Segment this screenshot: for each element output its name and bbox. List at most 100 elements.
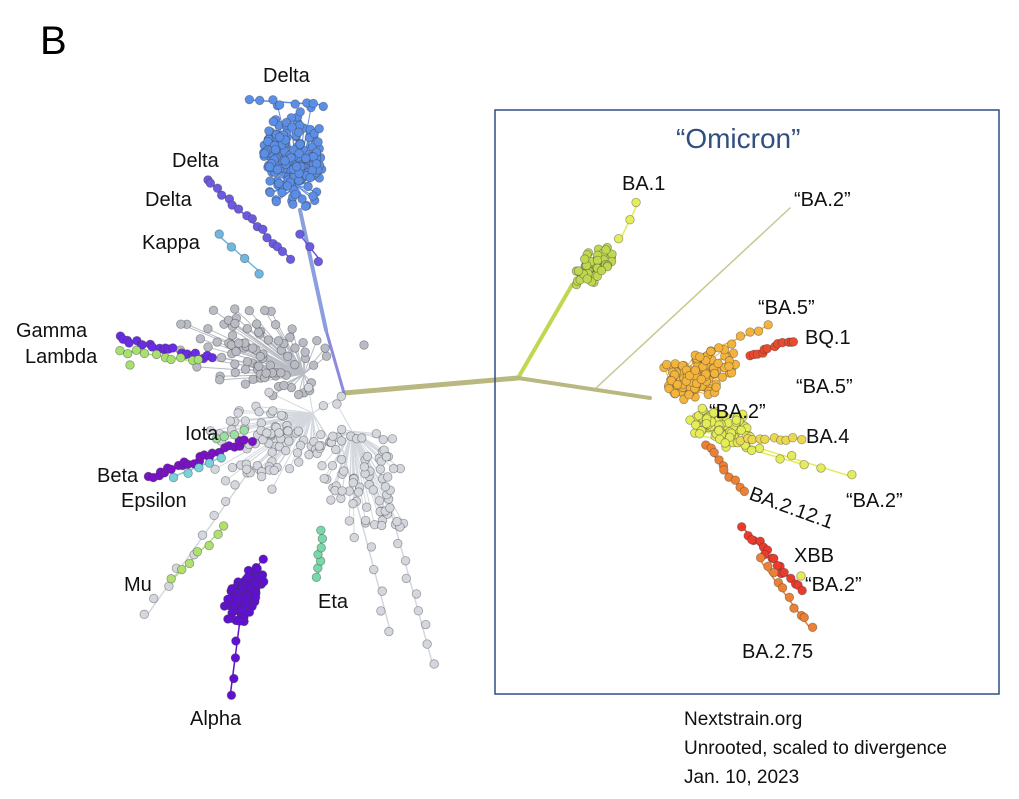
ba275-tip xyxy=(763,561,773,572)
ba1-tip xyxy=(596,265,607,276)
ba5-top-tip xyxy=(745,327,755,337)
delta2b-tip xyxy=(305,242,315,252)
lambda-tip xyxy=(139,348,150,359)
lightgray-tip xyxy=(318,400,329,411)
delta-tip xyxy=(294,148,304,159)
lightgray-tail-tip xyxy=(401,573,411,584)
delta-tip xyxy=(271,196,282,207)
kappa-tip xyxy=(214,229,224,239)
ba5-tip xyxy=(696,374,707,385)
ba4-tip xyxy=(747,434,757,445)
lightgray-tail2-tip xyxy=(336,436,347,446)
lightgray2-branch xyxy=(351,430,405,524)
delta2-tip xyxy=(216,190,227,200)
delta-top-tip xyxy=(268,95,278,105)
gray-tip xyxy=(195,334,206,344)
delta-tip xyxy=(287,122,297,132)
lightgray2-branch xyxy=(341,430,353,492)
lightgray-tip xyxy=(316,429,326,440)
delta-tip xyxy=(270,144,281,155)
lightgray-tip xyxy=(264,387,274,398)
ba275-tip xyxy=(769,567,779,578)
ba1-tip xyxy=(592,255,603,266)
gray-tip xyxy=(285,332,295,342)
credit-date: Jan. 10, 2023 xyxy=(684,767,800,788)
ba2-right-tip xyxy=(754,443,765,454)
lightgray-tail2-tip xyxy=(376,606,386,616)
lightgray2-tip xyxy=(368,485,378,495)
epsilon-tip xyxy=(194,463,204,473)
ba5-top-tip xyxy=(713,343,724,353)
ba5-tip xyxy=(711,382,721,392)
delta-tip xyxy=(265,176,275,186)
label-beta: Beta xyxy=(97,465,139,487)
ba5-top-tip xyxy=(706,346,716,357)
beta-tip xyxy=(239,435,249,445)
lightgray-tail-tip xyxy=(411,589,422,599)
gray-tip xyxy=(230,318,240,329)
gray-tip xyxy=(255,351,265,362)
lightgray-tip xyxy=(227,462,238,473)
lightgray2-branch xyxy=(351,430,376,526)
xbb-tip xyxy=(772,560,783,571)
gray-tip xyxy=(230,359,240,369)
lightgray-tip xyxy=(292,448,303,458)
label-ba2-mid: “BA.2” xyxy=(709,401,766,423)
lightgray-tip xyxy=(210,464,220,474)
label-ba5-mid: “BA.5” xyxy=(796,376,853,398)
lightgray2-tip xyxy=(332,399,342,409)
ba2-tip xyxy=(714,425,724,436)
lightgray-tail2-branch xyxy=(339,439,391,631)
alpha-tip xyxy=(245,582,256,593)
gray-tip xyxy=(248,374,258,385)
lightgray-tip xyxy=(240,416,250,426)
epsilon-tip xyxy=(168,472,179,483)
bq1-tip xyxy=(762,343,772,354)
gray-tip xyxy=(216,352,227,363)
beta-tip xyxy=(247,436,258,447)
delta-tip xyxy=(297,194,307,204)
lightgray-tail-tip xyxy=(392,516,402,527)
gray-tip xyxy=(279,380,289,391)
xbb-tip xyxy=(797,585,807,596)
lightgray-tail3-tip xyxy=(230,480,240,490)
ba5-tip xyxy=(664,383,674,394)
alpha-tip xyxy=(258,554,268,564)
ba5-tip xyxy=(713,358,723,369)
kappa-tip xyxy=(239,253,250,264)
epsilon-tip xyxy=(204,458,215,468)
mu-tip xyxy=(177,564,187,575)
ba5-tip xyxy=(684,390,694,400)
lightgray2-tip xyxy=(383,472,393,482)
gray-tip xyxy=(176,319,186,329)
gamma-tip xyxy=(124,338,134,348)
delta-tip xyxy=(314,123,324,134)
credit-block: Nextstrain.org Unrooted, scaled to diver… xyxy=(684,705,947,792)
lightgray2-tip xyxy=(349,532,359,543)
lightgray2-branch xyxy=(336,403,353,432)
delta-tip xyxy=(277,187,287,198)
kappa-tip xyxy=(226,242,237,252)
lightgray-tail2-tip xyxy=(360,515,371,526)
alpha-tip xyxy=(223,594,233,604)
gray-branch xyxy=(223,323,305,375)
delta-tip xyxy=(280,156,290,166)
gamma-tip xyxy=(207,353,218,363)
gray-tip xyxy=(308,360,319,371)
lightgray2-branch xyxy=(351,430,384,441)
ba1-tip xyxy=(601,245,611,255)
alpha-tail-tip xyxy=(226,690,237,700)
trunk-branch xyxy=(341,375,521,396)
lightgray2-tip xyxy=(327,460,338,471)
label-iota: Iota xyxy=(185,423,219,445)
lightgray-tip xyxy=(268,406,278,416)
ba4-tip xyxy=(787,432,798,443)
lightgray-tip xyxy=(293,426,304,436)
delta-tip xyxy=(272,164,283,175)
gray-tip xyxy=(253,327,264,337)
lightgray-tip xyxy=(284,463,295,474)
lightgray2-tip xyxy=(331,444,341,455)
lightgray-tip xyxy=(283,426,293,436)
delta2-tip xyxy=(205,178,216,188)
